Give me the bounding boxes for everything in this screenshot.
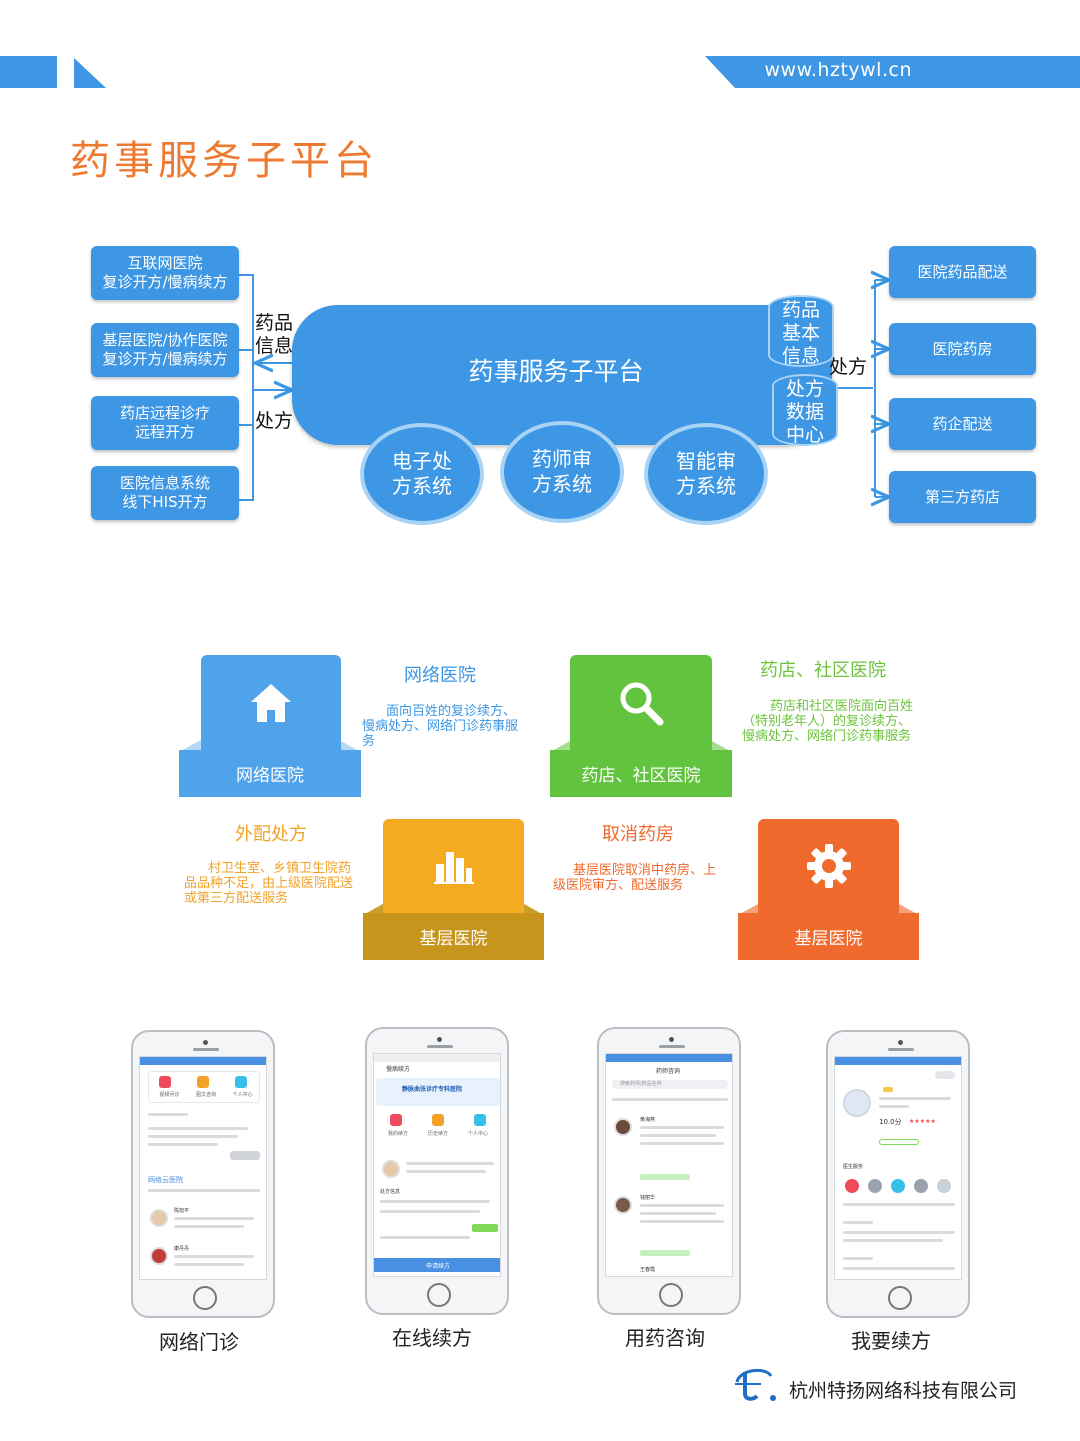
phone-drug-consult: 药师咨询 搜索药师/药品名称 黄海燕 钱丽华 王春霞 [597,1027,741,1315]
source-pharmacy-remote: 药店远程诊疗远程开方 [91,396,239,450]
service-icon[interactable] [868,1179,882,1193]
home-button[interactable] [193,1286,217,1310]
user-icon[interactable] [474,1114,486,1126]
feature-title: 取消药房 [602,824,674,845]
header-bar-left [0,56,57,88]
doctor-avatar [150,1247,168,1265]
home-button[interactable] [659,1283,683,1307]
phone-screen: 10.0分 ★★★★★ 医生服务 [834,1056,962,1280]
status-tag [472,1224,498,1232]
prescription-data-center-cylinder: 处方数据中心 [772,374,838,446]
user-icon[interactable] [235,1076,247,1088]
company-logo-icon [731,1364,781,1404]
search-icon [570,655,712,750]
service-icon[interactable] [891,1179,905,1193]
feature-desc: 基层医院取消中药房、上级医院审方、配送服务 [553,863,717,893]
phone-screen: 视频问诊图文咨询个人中心 网络云医院 陈旭平 康丹丹 [139,1056,267,1280]
website-url[interactable]: www.hztywl.cn [764,59,912,81]
phone-caption: 网络门诊 [159,1330,239,1354]
phone-caption: 用药咨询 [625,1326,705,1350]
label-prescription-right: 处方 [829,356,868,378]
feature-network-hospital: 网络医院 [179,655,361,797]
pharmacist-avatar [614,1118,632,1136]
feature-title: 药店、社区医院 [760,660,886,681]
video-icon[interactable] [159,1076,171,1088]
home-button[interactable] [427,1283,451,1307]
history-icon[interactable] [432,1114,444,1126]
feature-pharmacy-community: 药店、社区医院 [550,655,732,797]
chat-icon[interactable] [197,1076,209,1088]
page-title: 药事服务子平台 [70,138,378,184]
feature-desc: 药店和社区医院面向百姓（特别老年人）的复诊续方、慢病处方、网络门诊药事服务 [742,699,914,744]
phone-screen: 药师咨询 搜索药师/药品名称 黄海燕 钱丽华 王春霞 [605,1053,733,1277]
bar-chart-icon [383,819,524,913]
target-hospital-delivery: 医院药品配送 [889,246,1036,298]
feature-desc: 面向百姓的复诊续方、慢病处方、网络门诊药事服务 [362,704,519,749]
target-pharma-delivery: 药企配送 [889,398,1036,450]
source-his-system: 医院信息系统线下HIS开方 [91,466,239,520]
company-name: 杭州特扬网络科技有限公司 [789,1380,1018,1402]
source-internet-hospital: 互联网医院复诊开方/慢病续方 [91,246,239,300]
header-bar-right [705,56,1080,88]
pharmacist-review-system: 药师审方系统 [500,421,624,523]
source-grassroots-hospital: 基层医院/协作医院复诊开方/慢病续方 [91,323,239,377]
service-icon[interactable] [914,1179,928,1193]
phone-online-clinic: 视频问诊图文咨询个人中心 网络云医院 陈旭平 康丹丹 [131,1030,275,1318]
phone-screen: 慢病续方 静脉曲张诊疗专科医院 我的续方历史续方个人中心 处方信息 申请续方 [373,1053,501,1277]
feature-label: 药店、社区医院 [550,750,732,797]
feature-title: 网络医院 [404,665,476,686]
search-input[interactable]: 搜索药师/药品名称 [612,1080,728,1089]
service-icon[interactable] [937,1179,951,1193]
drug-database-cylinder: 药品基本信息 [768,295,834,367]
rating-score: 10.0分 [879,1118,902,1126]
diagram-connectors [239,0,1080,560]
gear-icon [758,819,899,913]
target-third-party-pharmacy: 第三方药店 [889,471,1036,523]
refill-icon[interactable] [390,1114,402,1126]
phone-request-refill: 10.0分 ★★★★★ 医生服务 [826,1030,970,1318]
patient-avatar [382,1160,400,1178]
feature-desc: 村卫生室、乡镇卫生院药品品种不足，由上级医院配送或第三方配送服务 [184,861,354,906]
feature-outsourced-prescription: 基层医院 [363,819,544,960]
label-prescription-left: 处方 [255,410,294,432]
feature-label: 基层医院 [363,913,544,960]
doctor-avatar [843,1089,871,1117]
phone-caption: 在线续方 [392,1326,472,1350]
rating-stars: ★★★★★ [909,1118,936,1125]
feature-label: 基层医院 [738,913,919,960]
apply-refill-button[interactable]: 申请续方 [374,1258,500,1272]
join-button[interactable] [230,1151,260,1160]
e-prescription-system: 电子处方系统 [360,423,484,525]
feature-label: 网络医院 [179,750,361,797]
label-drug-info: 药品信息 [255,312,294,357]
feature-cancel-pharmacy: 基层医院 [738,819,919,960]
doctor-avatar [150,1209,168,1227]
more-button[interactable] [935,1071,955,1079]
pharmacist-avatar [614,1196,632,1214]
phone-caption: 我要续方 [851,1329,931,1353]
service-icon[interactable] [845,1179,859,1193]
section-title: 网络云医院 [148,1176,183,1184]
feature-title: 外配处方 [235,824,307,845]
target-hospital-pharmacy: 医院药房 [889,323,1036,375]
smart-review-system: 智能审方系统 [644,423,768,525]
phone-online-refill: 慢病续方 静脉曲张诊疗专科医院 我的续方历史续方个人中心 处方信息 申请续方 [365,1027,509,1315]
home-icon [201,655,341,750]
home-button[interactable] [888,1286,912,1310]
